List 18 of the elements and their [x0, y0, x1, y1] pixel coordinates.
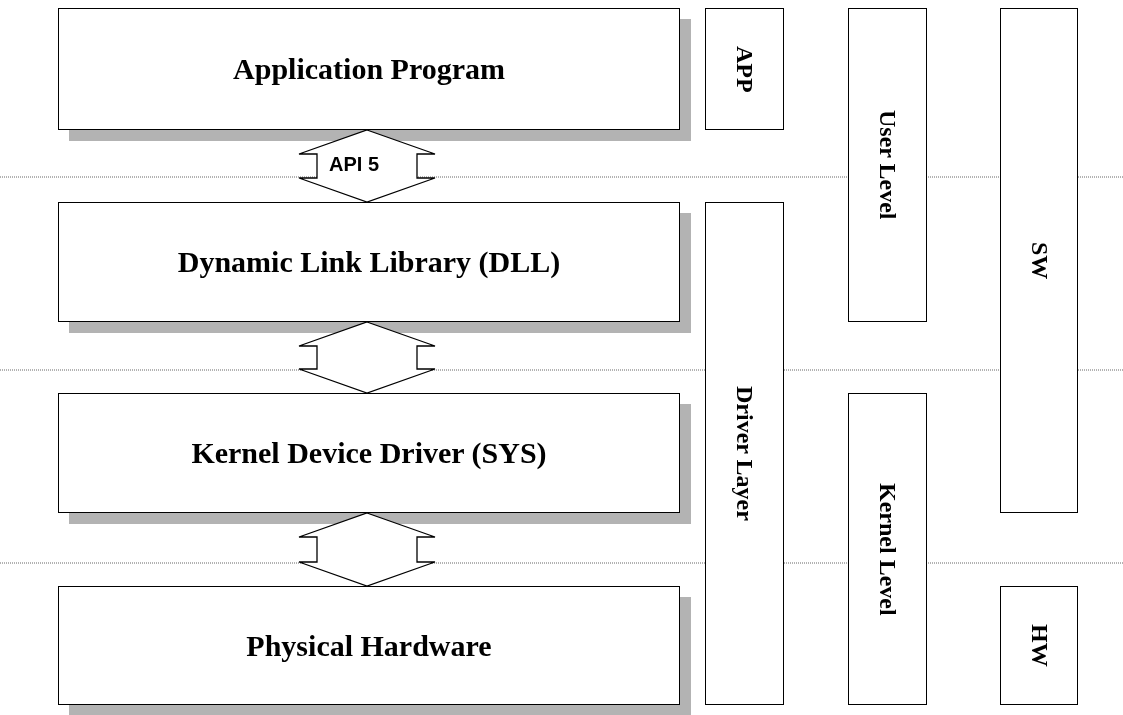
level-box: [1000, 586, 1078, 705]
layer-label: SW: [1025, 241, 1053, 280]
level-box: [848, 393, 927, 705]
layer-label: Application Program: [233, 52, 505, 86]
layer-label: User Level: [874, 110, 901, 220]
layer-label: Dynamic Link Library (DLL): [177, 245, 561, 279]
level-box: [848, 8, 927, 322]
layer-label: Kernel Device Driver (SYS): [191, 436, 547, 470]
double-block-arrow: [298, 321, 436, 394]
layer-label: HW: [1025, 624, 1053, 667]
level-box: [1000, 8, 1078, 513]
level-box: [705, 8, 784, 130]
layer-label: Physical Hardware: [246, 628, 492, 663]
layer-label: Kernel Level: [874, 482, 901, 616]
level-box: [705, 202, 784, 705]
layer-label: APP: [731, 45, 758, 93]
layer-label: Driver Layer: [731, 386, 758, 521]
double-block-arrow: [298, 512, 436, 587]
